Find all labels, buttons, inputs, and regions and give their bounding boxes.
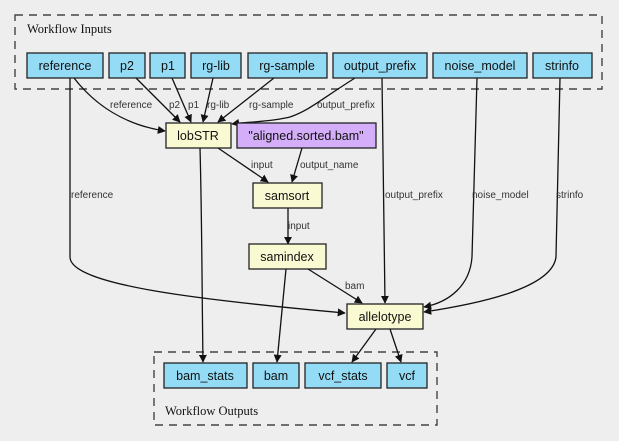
- node-rg-lib[interactable]: rg-lib: [190, 52, 242, 79]
- cluster-outputs-label: Workflow Outputs: [165, 404, 258, 418]
- edge-p1-lobstr: [171, 77, 192, 123]
- node-samsort[interactable]: samsort: [252, 182, 323, 209]
- node-p1[interactable]: p1: [149, 52, 186, 79]
- node-vcf-stats-label: vcf_stats: [318, 369, 367, 383]
- edge-label-input-samsort: input: [251, 160, 273, 171]
- edge-strinfo-allelotype: [423, 77, 561, 315]
- cluster-workflow-inputs: Workflow Inputs: [14, 14, 603, 90]
- edges: reference p2 p1 rg-lib rg-sample output_…: [69, 77, 584, 363]
- node-aligned-sorted-bam[interactable]: "aligned.sorted.bam": [236, 122, 377, 149]
- edge-label-noisemodel: noise_model: [472, 190, 529, 201]
- node-samindex-label: samindex: [260, 250, 314, 264]
- node-vcf-label: vcf: [399, 369, 416, 383]
- node-rg-sample[interactable]: rg-sample: [247, 52, 328, 79]
- node-reference-label: reference: [39, 59, 92, 73]
- node-reference[interactable]: reference: [26, 52, 104, 79]
- edge-label-outputprefix: output_prefix: [317, 100, 375, 111]
- edge-reference-lobstr: [73, 77, 166, 134]
- node-p2[interactable]: p2: [108, 52, 146, 79]
- edge-label-rglib: rg-lib: [207, 100, 230, 111]
- node-rg-sample-label: rg-sample: [259, 59, 315, 73]
- edge-lobstr-samsort: [217, 147, 269, 183]
- edge-p2-lobstr: [135, 77, 181, 123]
- edge-label-rgsample: rg-sample: [249, 100, 294, 111]
- edge-label-outputname: output_name: [300, 160, 359, 171]
- edge-label-input-samindex: input: [288, 221, 310, 232]
- edge-const-samsort: [290, 147, 303, 183]
- node-bam-label: bam: [264, 369, 288, 383]
- node-allelotype[interactable]: allelotype: [346, 303, 424, 330]
- cluster-inputs-label: Workflow Inputs: [27, 22, 112, 36]
- edge-outputprefix-allelotype: [380, 77, 389, 304]
- edge-label-p1: p1: [188, 100, 200, 111]
- node-samsort-label: samsort: [265, 189, 310, 203]
- node-aligned-sorted-bam-label: "aligned.sorted.bam": [248, 129, 363, 143]
- node-lobstr[interactable]: lobSTR: [165, 122, 232, 149]
- node-noise-model-label: noise_model: [445, 59, 516, 73]
- edge-label-reference: reference: [110, 100, 153, 111]
- edge-noisemodel-allelotype: [423, 77, 478, 310]
- edge-samindex-bam: [273, 268, 287, 363]
- edge-rgsample-lobstr: [217, 77, 275, 123]
- node-vcf-stats[interactable]: vcf_stats: [304, 362, 382, 389]
- edge-label-reference-allelotype: reference: [71, 190, 114, 201]
- cluster-workflow-outputs: Workflow Outputs: [153, 351, 438, 426]
- node-p1-label: p1: [161, 59, 175, 73]
- edge-allelotype-vcf: [389, 328, 403, 363]
- node-allelotype-label: allelotype: [359, 310, 412, 324]
- edge-allelotype-vcfstats: [351, 328, 377, 363]
- edge-lobstr-bamstats: [198, 147, 207, 363]
- edge-label-strinfo: strinfo: [556, 190, 584, 201]
- node-vcf[interactable]: vcf: [386, 362, 428, 389]
- node-output-prefix-label: output_prefix: [344, 59, 417, 73]
- node-strinfo-label: strinfo: [545, 59, 579, 73]
- node-p2-label: p2: [120, 59, 134, 73]
- cluster-outputs-border: [153, 351, 438, 426]
- node-strinfo[interactable]: strinfo: [532, 52, 593, 79]
- node-samindex[interactable]: samindex: [248, 243, 327, 270]
- node-output-prefix[interactable]: output_prefix: [332, 52, 428, 79]
- edge-reference-allelotype: [69, 78, 346, 317]
- node-bam-stats[interactable]: bam_stats: [163, 362, 248, 389]
- node-rg-lib-label: rg-lib: [202, 59, 230, 73]
- node-bam[interactable]: bam: [252, 362, 300, 389]
- edge-rglib-lobstr: [200, 77, 214, 123]
- edge-samindex-allelotype: [307, 268, 363, 304]
- cluster-inputs-border: [14, 14, 603, 90]
- edge-label-outputprefix-allelotype: output_prefix: [385, 190, 443, 201]
- edge-label-p2: p2: [169, 100, 181, 111]
- node-noise-model[interactable]: noise_model: [432, 52, 528, 79]
- node-lobstr-label: lobSTR: [177, 129, 219, 143]
- edge-label-bam: bam: [345, 281, 364, 292]
- node-bam-stats-label: bam_stats: [176, 369, 234, 383]
